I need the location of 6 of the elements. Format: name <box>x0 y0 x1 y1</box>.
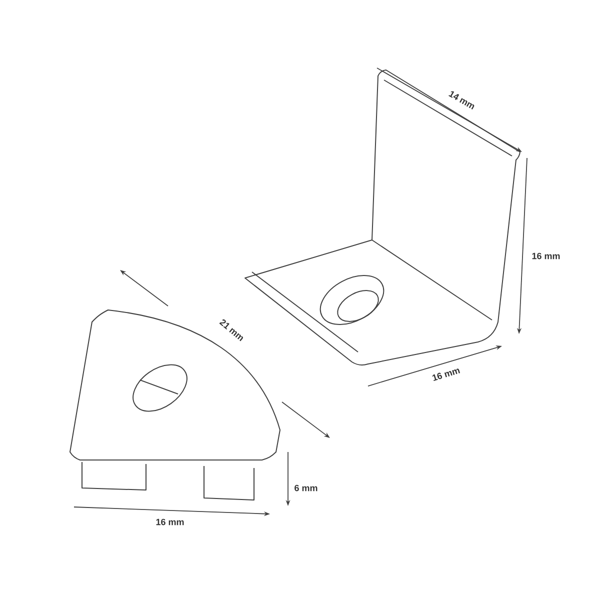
dimension-label: 16 mm <box>156 518 184 526</box>
dimension-label: 14 mm <box>448 91 474 110</box>
dimension-label: 16 mm <box>432 368 460 381</box>
dimension-label: 16 mm <box>532 252 560 260</box>
dimension-label: 6 mm <box>294 484 318 492</box>
dimension-label: 21 mm <box>219 319 243 342</box>
